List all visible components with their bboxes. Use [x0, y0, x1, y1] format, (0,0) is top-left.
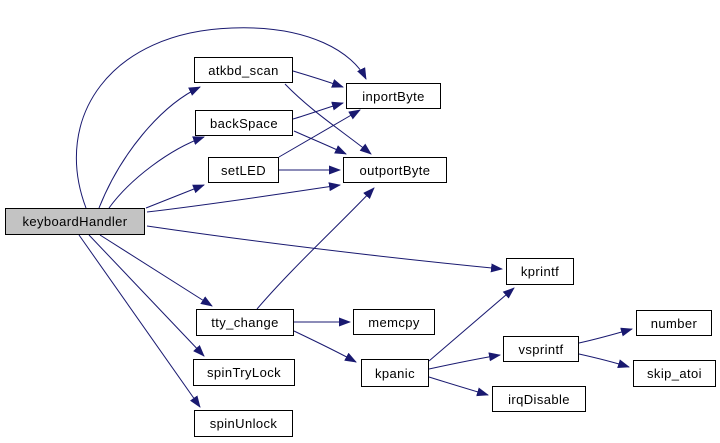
node-inportByte[interactable]: inportByte — [346, 83, 441, 109]
edge-tty_change-to-outportByte — [256, 187, 375, 310]
edge-backSpace-to-inportByte — [292, 101, 344, 120]
node-spinTryLock[interactable]: spinTryLock — [193, 359, 295, 386]
edge-keyboardHandler-to-atkbd_scan — [98, 86, 201, 209]
edge-tty_change-to-kpanic — [293, 330, 357, 363]
edge-atkbd_scan-to-outportByte — [284, 83, 372, 155]
edge-vsprintf-to-number — [578, 327, 633, 344]
node-keyboardHandler[interactable]: keyboardHandler — [5, 208, 145, 235]
edge-keyboardHandler-to-backSpace — [108, 136, 205, 209]
edge-vsprintf-to-skip_atoi — [578, 353, 630, 369]
node-outportByte[interactable]: outportByte — [343, 157, 447, 183]
node-kprintf[interactable]: kprintf — [506, 258, 574, 285]
edge-keyboardHandler-to-tty_change — [99, 234, 213, 307]
node-tty_change[interactable]: tty_change — [196, 309, 294, 336]
edge-atkbd_scan-to-inportByte — [292, 70, 344, 88]
node-memcpy[interactable]: memcpy — [353, 309, 435, 335]
edge-setLED-to-inportByte — [278, 109, 361, 158]
edge-kpanic-to-irqDisable — [428, 376, 489, 397]
node-irqDisable[interactable]: irqDisable — [492, 386, 586, 412]
edge-keyboardHandler-to-inportByte — [76, 27, 367, 209]
node-spinUnlock[interactable]: spinUnlock — [194, 410, 293, 437]
edge-keyboardHandler-to-spinTryLock — [88, 234, 205, 357]
edge-backSpace-to-outportByte — [293, 130, 347, 155]
node-setLED[interactable]: setLED — [208, 157, 279, 183]
edge-keyboardHandler-to-outportByte — [146, 182, 341, 213]
node-skip_atoi[interactable]: skip_atoi — [633, 360, 716, 387]
node-vsprintf[interactable]: vsprintf — [503, 336, 579, 362]
edge-keyboardHandler-to-spinUnlock — [78, 234, 201, 408]
edge-kpanic-to-kprintf — [428, 287, 515, 362]
edge-keyboardHandler-to-kprintf — [146, 225, 503, 273]
edge-kpanic-to-vsprintf — [428, 352, 501, 370]
node-number[interactable]: number — [636, 310, 712, 336]
node-backSpace[interactable]: backSpace — [195, 110, 293, 136]
node-atkbd_scan[interactable]: atkbd_scan — [194, 57, 293, 83]
edge-keyboardHandler-to-setLED — [145, 184, 205, 209]
node-kpanic[interactable]: kpanic — [361, 359, 429, 387]
